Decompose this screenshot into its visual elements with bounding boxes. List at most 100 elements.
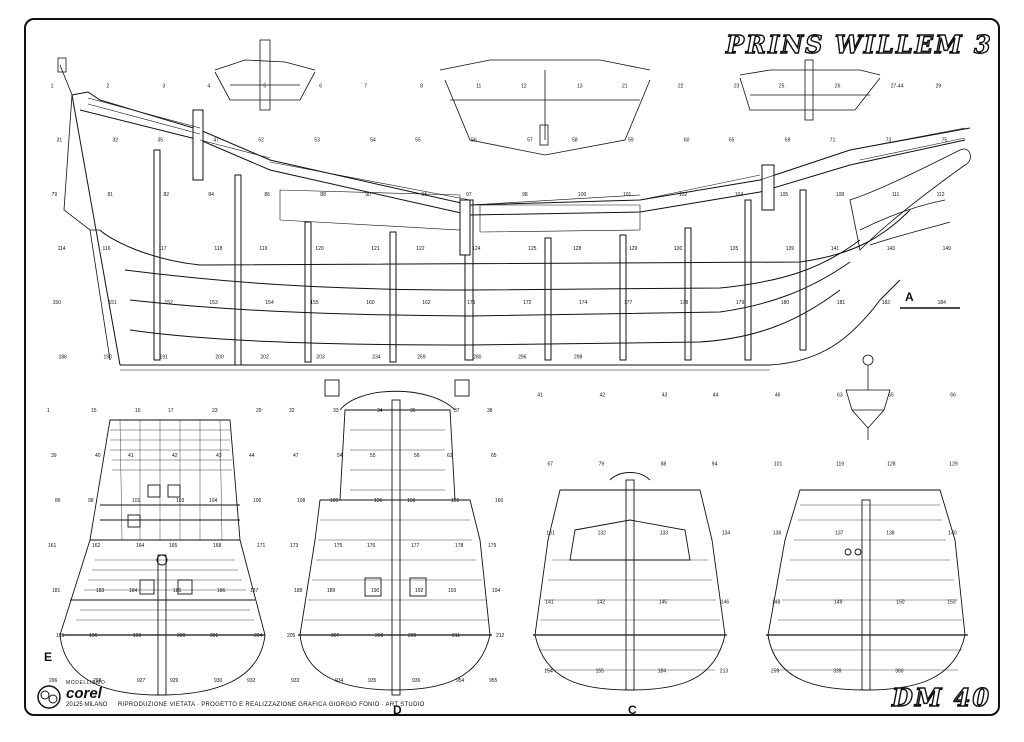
callout-number: 57 <box>527 138 533 144</box>
callout-number: 155 <box>310 300 319 306</box>
callout-number: 932 <box>247 678 256 684</box>
bow-figurehead <box>849 148 971 251</box>
corel-logo: MODELLISMO corel 20125 MILANO <box>36 680 120 712</box>
side-view-stern <box>57 57 111 361</box>
callout-number: 29 <box>256 408 262 414</box>
callout-number: 141 <box>545 599 554 605</box>
callout-number: 178 <box>455 543 464 549</box>
callout-number: 211 <box>452 633 460 639</box>
callout-number: 155 <box>596 668 605 674</box>
callout-number: 109 <box>330 498 339 504</box>
callout-number: 47 <box>293 453 299 459</box>
callout-number: 177 <box>624 300 633 306</box>
callout-number: 56 <box>471 138 477 144</box>
callout-number: 174 <box>579 300 588 306</box>
view-label-a: A <box>905 290 914 304</box>
callout-number: 88 <box>320 192 326 198</box>
callout-number: 195 <box>56 633 65 639</box>
callout-number: 32 <box>289 408 295 414</box>
callout-number: 65 <box>729 138 735 144</box>
callout-number: 204 <box>254 633 263 639</box>
callout-number: 130 <box>674 246 683 252</box>
callout-number: 134 <box>722 530 731 536</box>
callout-number: 150 <box>53 300 62 306</box>
callout-number: 97 <box>466 192 472 198</box>
callout-number: 146 <box>721 599 730 605</box>
callout-number: 176 <box>367 543 376 549</box>
callout-number: 114 <box>58 246 66 252</box>
callout-number: 94 <box>712 461 718 467</box>
callout-number: 196 <box>89 633 98 639</box>
callout-number: 47 <box>213 138 219 144</box>
callout-number: 207 <box>331 633 340 639</box>
callout-number: 212 <box>496 633 505 639</box>
callout-number: 108 <box>836 192 845 198</box>
callout-number: 209 <box>408 633 417 639</box>
section-view-c <box>533 472 727 691</box>
callout-number: 12 <box>521 84 527 90</box>
callout-number: 23 <box>734 84 740 90</box>
callout-number: 154 <box>544 668 553 674</box>
callout-number: 16 <box>135 408 141 414</box>
callout-number: 65 <box>888 392 894 398</box>
view-label-e: E <box>44 650 53 664</box>
callout-number: 65 <box>491 453 497 459</box>
callout-number: 35 <box>158 138 164 144</box>
callout-number: 141 <box>831 246 840 252</box>
callout-number: 150 <box>896 599 905 605</box>
callout-number: 104 <box>209 498 218 504</box>
callout-number: 213 <box>720 668 729 674</box>
callout-number: 7 <box>364 84 367 90</box>
callout-number: 151 <box>109 300 118 306</box>
callout-number: 13 <box>577 84 583 90</box>
callout-number: 132 <box>598 530 607 536</box>
callout-number: 936 <box>412 678 421 684</box>
callout-number: 82 <box>164 192 170 198</box>
callout-number: 58 <box>572 138 578 144</box>
callout-number: 171 <box>257 543 266 549</box>
callout-number: 186 <box>217 588 226 594</box>
callout-number: 6 <box>319 84 322 90</box>
callout-number: 119 <box>259 246 267 252</box>
callout-number: 194 <box>492 588 501 594</box>
callout-number: 40 <box>95 453 101 459</box>
callout-number: 933 <box>291 678 300 684</box>
callout-number: 201 <box>210 633 219 639</box>
callout-number: 200 <box>177 633 186 639</box>
callout-number: 86 <box>264 192 270 198</box>
section-view-right <box>766 489 968 691</box>
callout-number: 148 <box>772 599 781 605</box>
callout-number: 71 <box>830 138 836 144</box>
callout-number: 152 <box>165 300 174 306</box>
callout-number: 55 <box>415 138 421 144</box>
callout-number: 117 <box>159 246 167 252</box>
callout-number: 138 <box>886 530 895 536</box>
callout-number: 178 <box>680 300 689 306</box>
callout-number: 954 <box>456 678 465 684</box>
callout-number: 43 <box>662 392 668 398</box>
callout-number: 175 <box>334 543 343 549</box>
callout-number: 181 <box>837 300 846 306</box>
callout-number: 193 <box>448 588 457 594</box>
callout-number: 360 <box>895 668 904 674</box>
side-view-masts <box>153 109 807 366</box>
callout-number: 63 <box>837 392 843 398</box>
callout-number: 234 <box>372 354 381 360</box>
callout-number: 101 <box>132 498 141 504</box>
side-view-railings <box>87 97 966 233</box>
callout-number: 186 <box>59 354 68 360</box>
callout-number: 90 <box>365 192 371 198</box>
callout-number: 935 <box>368 678 377 684</box>
callout-number: 111 <box>892 192 900 198</box>
callout-number: 162 <box>92 543 101 549</box>
callout-number: 128 <box>887 461 896 467</box>
callout-number: 22 <box>678 84 684 90</box>
callout-number: 296 <box>518 354 527 360</box>
callout-number: 39 <box>51 453 57 459</box>
callout-number: 67 <box>547 461 553 467</box>
lantern-detail <box>845 354 891 440</box>
callout-number: 172 <box>523 300 532 306</box>
callout-number: 69 <box>785 138 791 144</box>
callout-number: 101 <box>623 192 632 198</box>
